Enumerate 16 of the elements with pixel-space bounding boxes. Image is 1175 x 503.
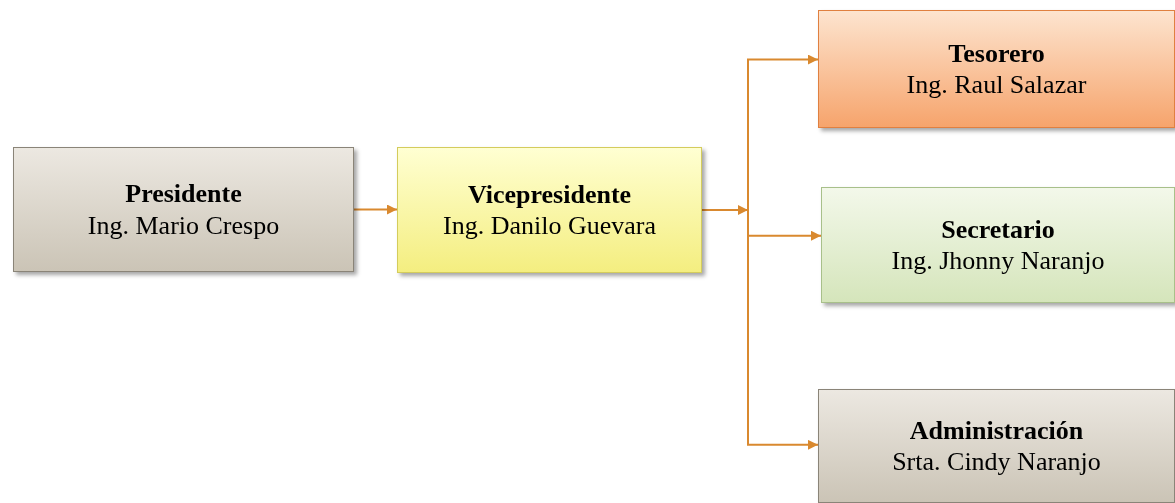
role-box [397,147,702,273]
person-name: Ing. Mario Crespo [87,209,280,241]
role-title: Secretario [941,213,1055,245]
role-title: Tesorero [948,37,1045,69]
person-name: Srta. Cindy Naranjo [892,446,1101,478]
role-title: Presidente [125,178,242,210]
person-name: Ing. Jhonny Naranjo [891,245,1105,277]
role-box [13,147,354,272]
person-name: Ing. Raul Salazar [906,69,1087,101]
role-box [821,187,1175,303]
connector-arrow [353,204,398,215]
person-name: Ing. Danilo Guevara [443,210,656,242]
role-box [818,389,1175,503]
role-title: Vicepresidente [467,178,632,210]
role-box [818,10,1175,128]
role-title: Administración [909,414,1084,446]
